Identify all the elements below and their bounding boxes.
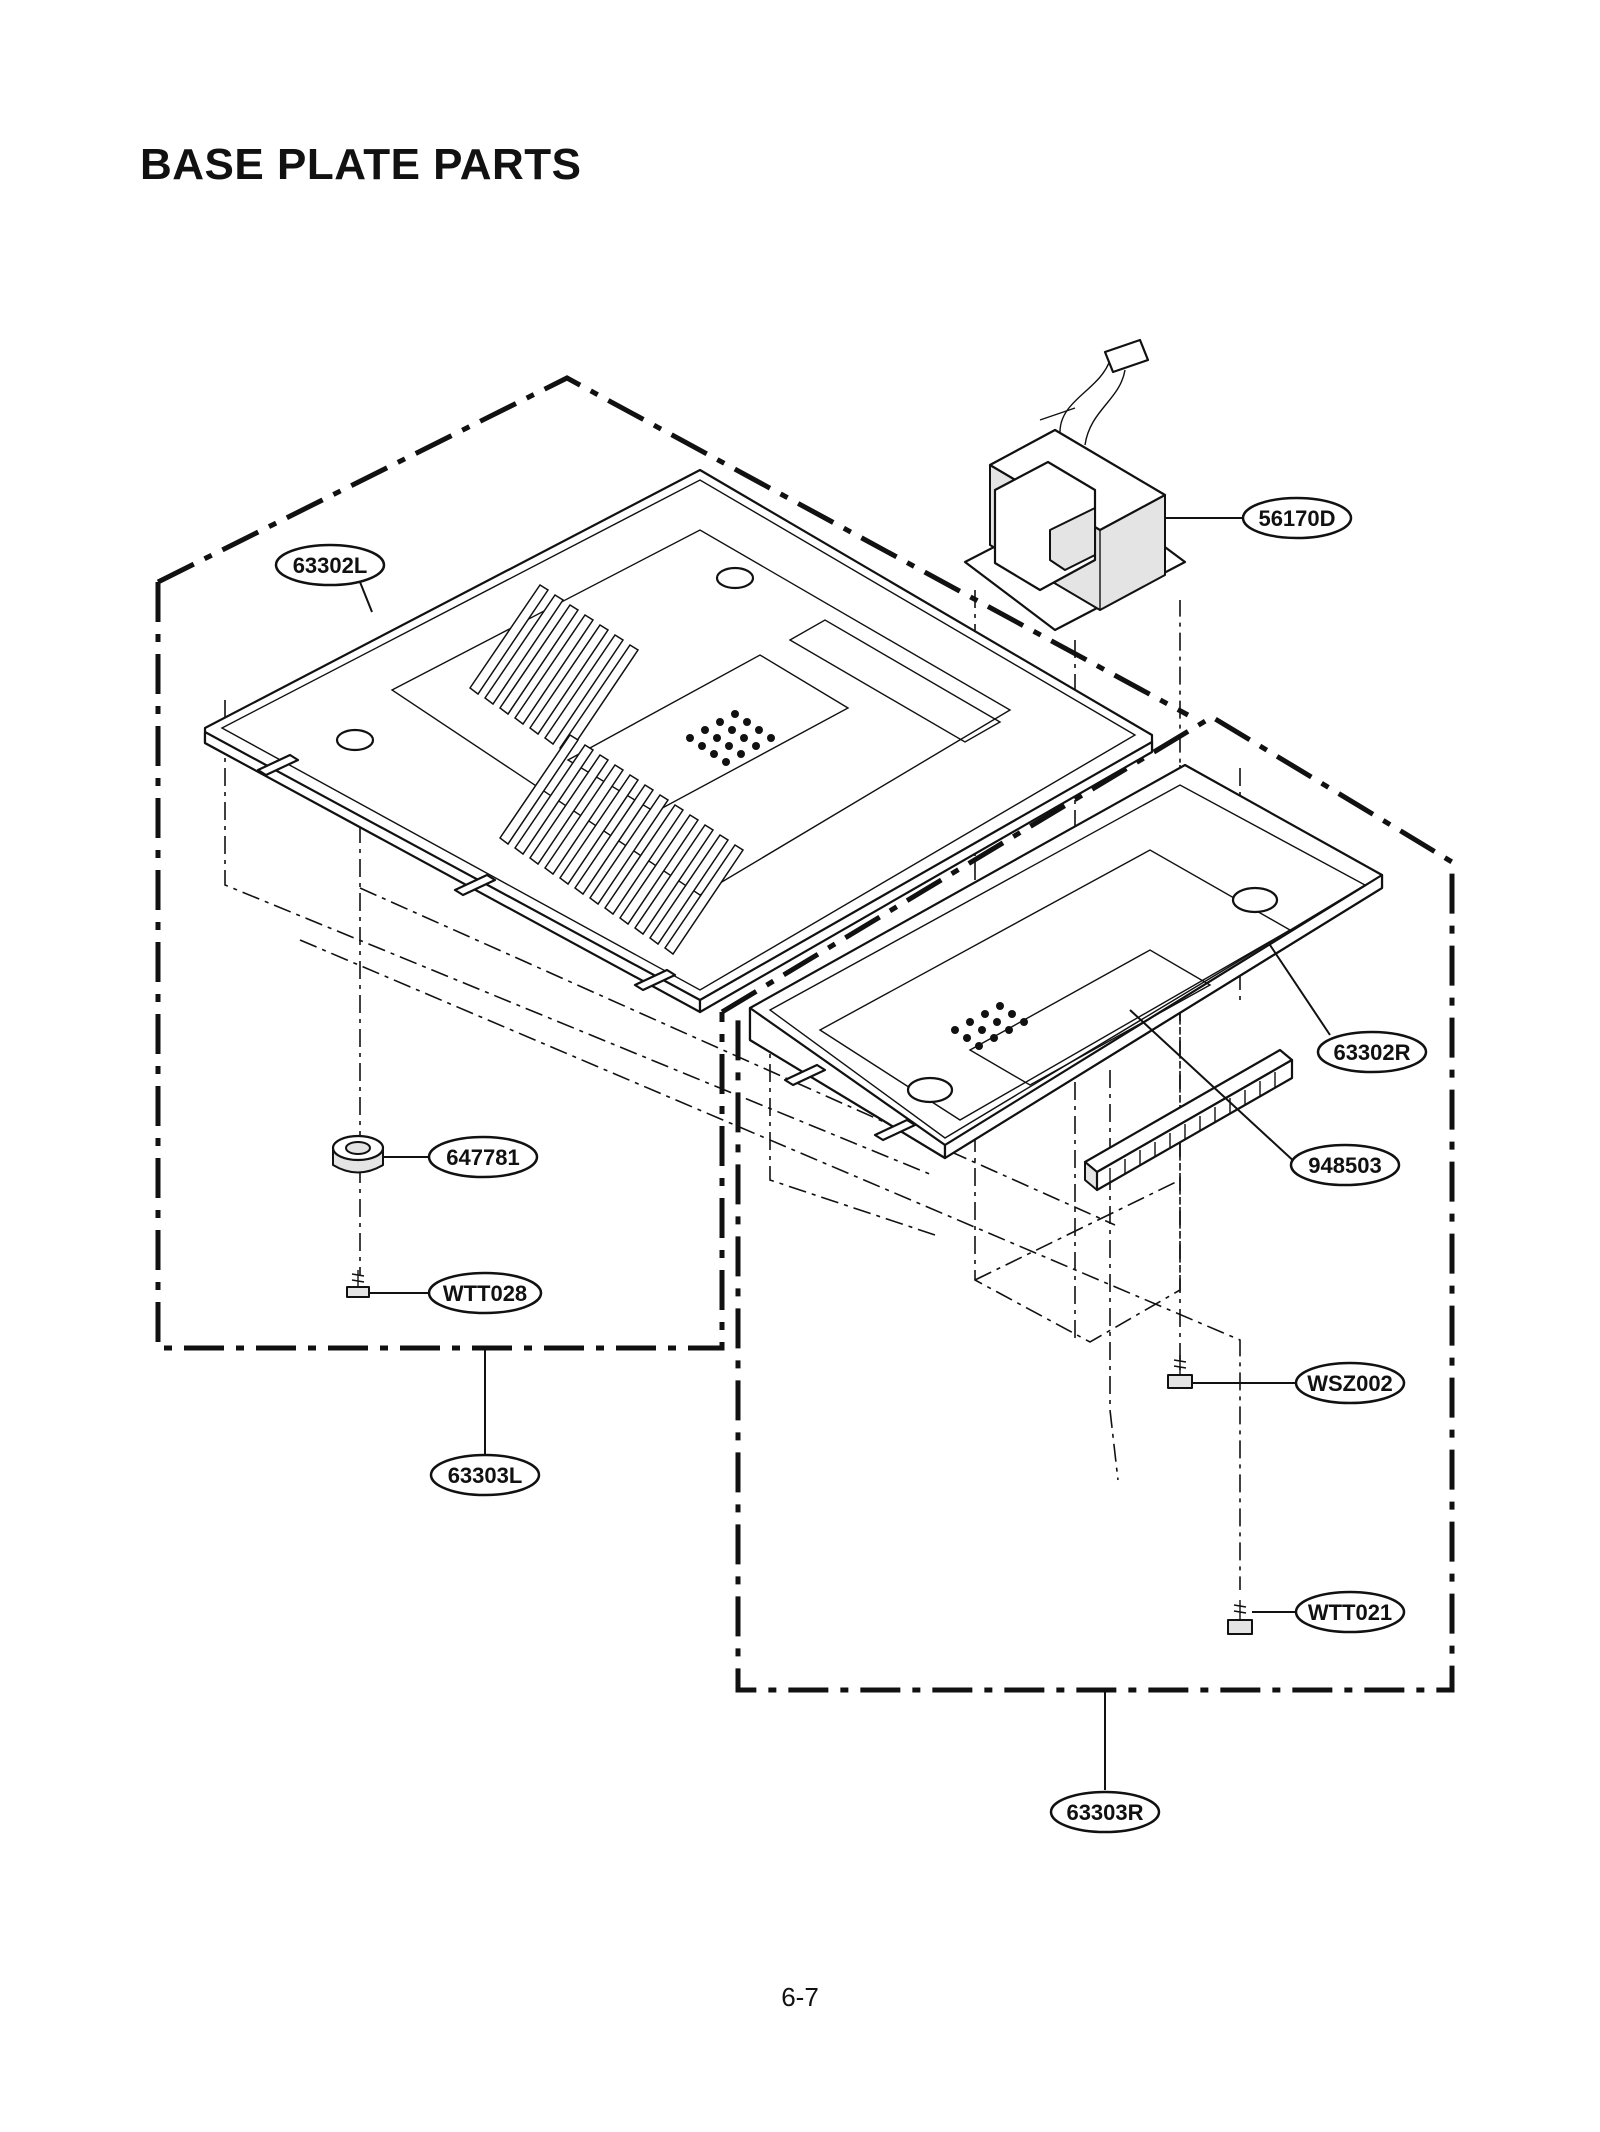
group-boundary-right bbox=[720, 714, 1455, 1693]
perforation-pattern-right bbox=[951, 1002, 1028, 1050]
svg-text:63302L: 63302L bbox=[293, 553, 368, 578]
svg-text:948503: 948503 bbox=[1308, 1153, 1381, 1178]
svg-text:647781: 647781 bbox=[446, 1145, 519, 1170]
svg-text:WTT021: WTT021 bbox=[1308, 1600, 1392, 1625]
group-boundary-left bbox=[155, 375, 1190, 1351]
perforation-pattern-left bbox=[686, 710, 775, 766]
screw-transformer bbox=[1167, 1355, 1193, 1389]
leader-lines bbox=[359, 517, 1331, 1790]
vent-slots-left bbox=[468, 583, 745, 956]
base-plate-left bbox=[203, 468, 1154, 1014]
svg-text:WTT028: WTT028 bbox=[443, 1281, 527, 1306]
base-plate-right bbox=[748, 763, 1384, 1160]
svg-text:56170D: 56170D bbox=[1258, 506, 1335, 531]
transformer bbox=[963, 338, 1187, 632]
callout-WTT028: WTT028 bbox=[427, 1271, 543, 1315]
spacer-strip bbox=[1083, 1048, 1294, 1192]
svg-text:WSZ002: WSZ002 bbox=[1307, 1371, 1393, 1396]
svg-text:63303L: 63303L bbox=[448, 1463, 523, 1488]
svg-text:63303R: 63303R bbox=[1066, 1800, 1143, 1825]
page-title: BASE PLATE PARTS bbox=[140, 140, 582, 189]
callout-647781: 647781 bbox=[427, 1135, 539, 1179]
callout-56170D: 56170D bbox=[1241, 496, 1353, 540]
screw-right bbox=[1227, 1600, 1253, 1635]
callout-63303L: 63303L bbox=[429, 1453, 541, 1497]
screw-foot bbox=[346, 1270, 370, 1298]
page-number: 6-7 bbox=[781, 1982, 819, 2012]
callout-63302L: 63302L bbox=[274, 543, 386, 587]
callout-63303R: 63303R bbox=[1049, 1790, 1161, 1834]
callout-63302R: 63302R bbox=[1316, 1030, 1428, 1074]
foot bbox=[331, 1134, 385, 1174]
callout-948503: 948503 bbox=[1289, 1143, 1401, 1187]
svg-text:63302R: 63302R bbox=[1333, 1040, 1410, 1065]
callout-WSZ002: WSZ002 bbox=[1294, 1361, 1406, 1405]
callout-WTT021: WTT021 bbox=[1294, 1590, 1406, 1634]
